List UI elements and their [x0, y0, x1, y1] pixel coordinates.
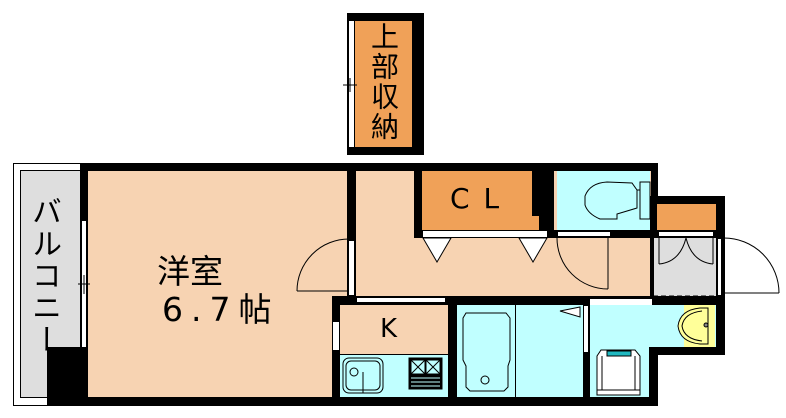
toilet-icon — [584, 181, 651, 220]
kitchen-label: K — [380, 314, 398, 344]
washing-machine-icon — [596, 349, 641, 396]
toilet-room — [557, 171, 650, 231]
kitchen-top-opening — [356, 297, 446, 303]
upper-storage-label: 上部収納 — [367, 22, 400, 142]
washroom-door-opening — [590, 298, 652, 305]
closet-notch — [532, 171, 554, 216]
western-room — [88, 171, 347, 397]
bottom-right-bg — [658, 355, 786, 418]
toilet-door-opening — [557, 231, 611, 237]
shoe-storage-door-icon — [658, 237, 714, 265]
washroom-step-wall — [650, 347, 725, 355]
room-door-icon — [296, 238, 350, 292]
front-door-opening — [717, 238, 722, 296]
upper-storage-opening — [348, 21, 355, 147]
front-door-icon — [723, 237, 780, 294]
toilet-lower-icon — [677, 307, 709, 345]
bathtub-icon — [462, 312, 511, 392]
closet — [422, 171, 539, 231]
sink-icon — [342, 357, 384, 394]
washroom-right-wall — [650, 347, 658, 406]
western-room-size: 6.7帖 — [162, 290, 280, 329]
shoe-storage — [657, 204, 716, 230]
balcony-label: バルコニー — [26, 196, 61, 356]
closet-label: CL — [450, 182, 514, 215]
hall-divider — [348, 171, 356, 297]
entrance — [653, 238, 716, 297]
shower-icon — [559, 306, 581, 318]
kitchen-opening — [333, 322, 339, 350]
upper-storage — [352, 21, 412, 147]
stove-icon — [408, 357, 443, 390]
corner-block — [47, 347, 88, 405]
western-room-name: 洋室 — [157, 252, 223, 291]
toilet-door-icon — [556, 237, 609, 290]
bath — [457, 305, 583, 397]
closet-door-icon — [422, 237, 548, 263]
bath-divider-line — [515, 305, 516, 397]
closet-door-track — [422, 230, 548, 238]
room-door-opening — [348, 240, 355, 296]
